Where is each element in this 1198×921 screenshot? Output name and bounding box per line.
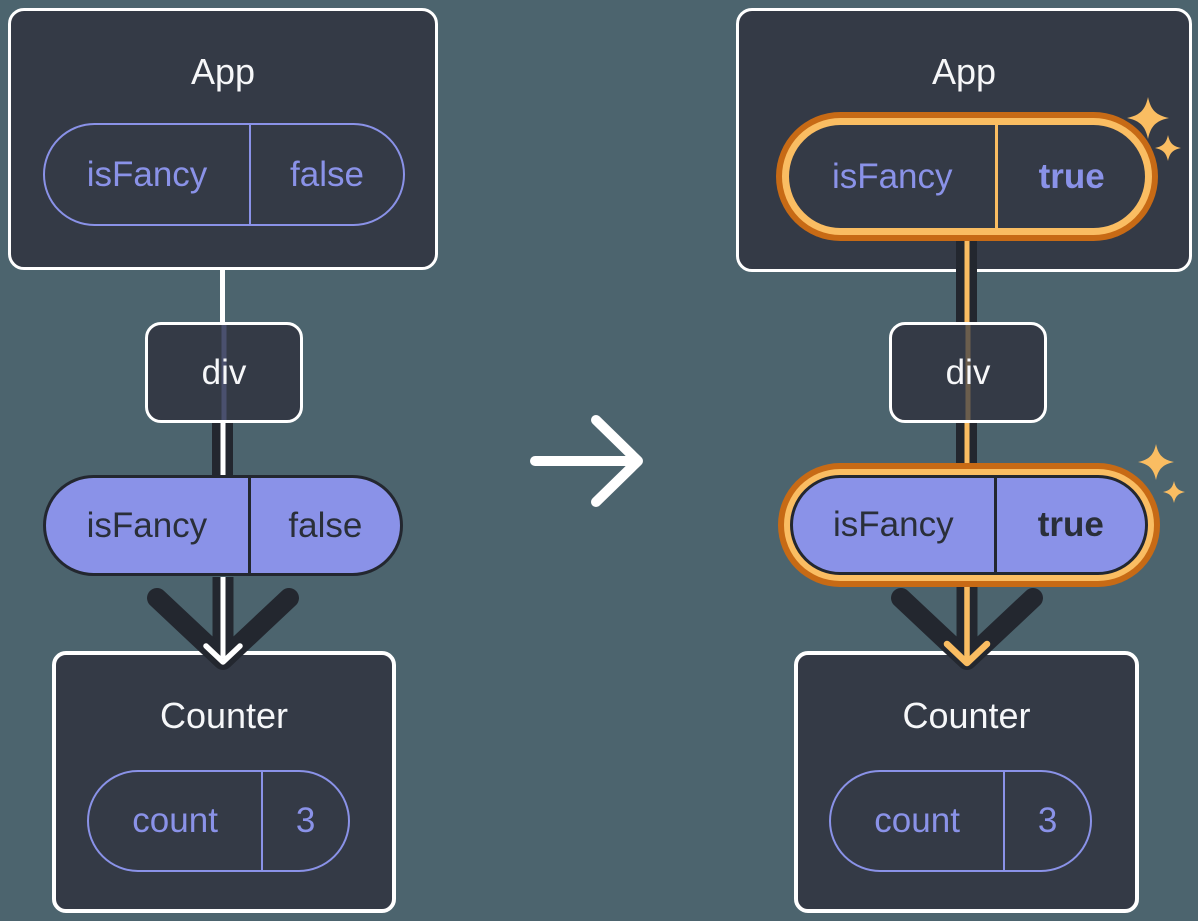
component-title: App [931, 51, 997, 92]
connector-core-line [964, 241, 969, 322]
app-component-card-before: App isFancy false [8, 8, 438, 270]
state-pill-isfancy-after: isFancy true [789, 125, 1145, 228]
state-pill-count-before: count 3 [87, 770, 350, 872]
state-name: count [132, 801, 218, 840]
connector-div-to-prop-before [212, 420, 233, 478]
state-value: true [995, 125, 1145, 228]
prop-value: true [993, 478, 1145, 572]
element-label: div [201, 352, 247, 392]
highlight-ring: isFancy true [784, 469, 1154, 581]
state-value: false [249, 125, 403, 224]
counter-component-card-before: Counter count 3 [52, 651, 396, 913]
connector-core-line [964, 420, 969, 478]
sparkle-icon [1127, 97, 1169, 139]
pass-through-stripe [221, 325, 227, 420]
div-element-card-after: div [889, 322, 1047, 423]
state-value: 3 [261, 772, 348, 870]
highlight-ring: isFancy true [782, 118, 1152, 235]
connector-app-to-div-after [956, 241, 977, 322]
state-pill-count-after: count 3 [829, 770, 1092, 872]
component-title: App [190, 51, 256, 92]
connector-app-to-div-before [220, 268, 225, 324]
div-element-card-before: div [145, 322, 303, 423]
state-name: count [874, 801, 960, 840]
sparkle-icon [1163, 481, 1185, 503]
state-name: isFancy [831, 156, 953, 196]
pass-through-stripe [965, 325, 971, 420]
app-component-card-after: App isFancy true [736, 8, 1192, 272]
arrow-right-icon [530, 415, 643, 507]
arrow-down-icon [147, 577, 299, 670]
prop-name: isFancy [86, 505, 208, 545]
counter-component-card-after: Counter count 3 [794, 651, 1139, 913]
prop-pill-isfancy-after: isFancy true [790, 475, 1148, 575]
state-pill-isfancy-after-highlight: isFancy true [776, 112, 1158, 241]
state-pill-isfancy-before: isFancy false [43, 123, 405, 226]
arrow-down-icon [891, 587, 1043, 670]
element-label: div [945, 352, 991, 392]
prop-name: isFancy [833, 505, 954, 544]
state-name: isFancy [86, 154, 208, 194]
prop-pill-isfancy-after-highlight: isFancy true [778, 463, 1160, 587]
sparkle-icon [1155, 135, 1181, 161]
state-value: 3 [1003, 772, 1090, 870]
component-title: Counter [902, 695, 1031, 736]
connector-core-line [220, 420, 225, 478]
sparkle-icon [1138, 444, 1174, 480]
prop-pill-isfancy-before: isFancy false [43, 475, 403, 576]
component-title: Counter [159, 695, 289, 736]
prop-value: false [247, 478, 400, 573]
